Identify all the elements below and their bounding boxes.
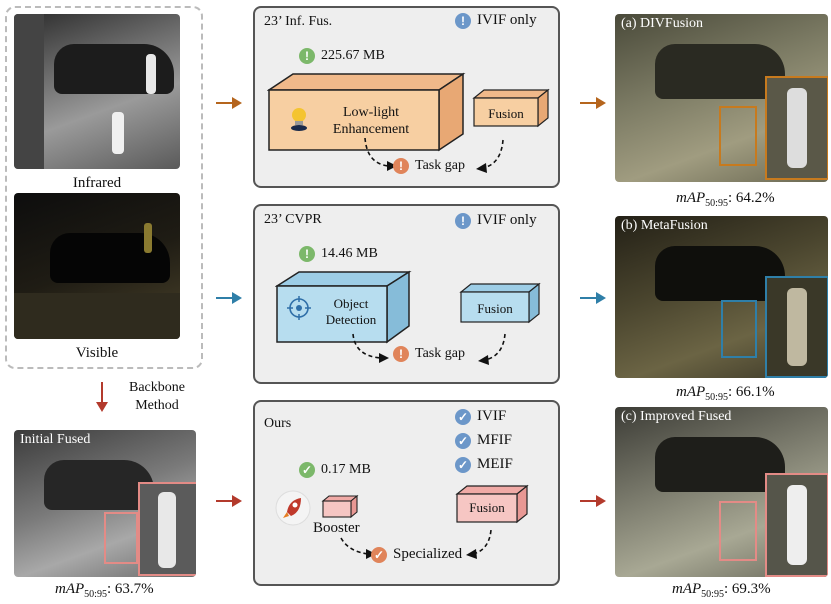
arrow-to-result-c — [580, 495, 606, 507]
result-b-map: mAP50:95: 66.1% — [676, 384, 775, 403]
input-group-frame — [5, 6, 203, 369]
initial-fused-label: Initial Fused — [20, 432, 91, 447]
panel3-booster-box — [321, 494, 359, 519]
arrow-to-panel1 — [216, 97, 242, 109]
info-icon: ! — [455, 12, 471, 29]
panel-ours: Ours ✓ IVIF ✓ MFIF ✓ MEIF ✓ 0.17 MB Boos… — [253, 400, 560, 586]
lightbulb-icon — [291, 108, 307, 131]
down-arrow — [96, 382, 108, 412]
info-icon: ! — [299, 48, 315, 64]
result-a-label: (a) DIVFusion — [621, 16, 704, 31]
visible-image — [14, 193, 180, 339]
panel1-title: 23’ Inf. Fus. — [264, 14, 333, 29]
panel3-task-mfif: ✓ MFIF — [455, 432, 512, 449]
rocket-icon — [275, 490, 311, 526]
warning-icon: ! — [393, 346, 409, 362]
panel3-task-ivif: ✓ IVIF — [455, 408, 506, 425]
initial-fused-image: Initial Fused — [14, 430, 196, 577]
info-icon: ! — [299, 246, 315, 262]
panel2-size: ! 14.46 MB — [299, 246, 378, 262]
panel3-booster-label: Booster — [313, 520, 360, 536]
info-icon: ! — [455, 212, 471, 229]
panel1-gap: ! Task gap — [393, 158, 465, 174]
panel1-fusion-box — [472, 88, 550, 128]
panel-inf-fus: 23’ Inf. Fus. ! IVIF only ! 225.67 MB Lo… — [253, 6, 560, 188]
panel1-size: ! 225.67 MB — [299, 48, 385, 64]
panel1-dashed-arrows — [364, 137, 504, 173]
panel1-module-label: Low-light Enhancement — [332, 105, 410, 137]
infrared-image — [14, 14, 180, 169]
check-icon: ✓ — [455, 432, 471, 449]
panel2-title: 23’ CVPR — [264, 212, 322, 227]
panel2-module-label: Object Detection — [325, 296, 377, 327]
infrared-caption: Infrared — [72, 175, 122, 191]
initial-map: mAP50:95: 63.7% — [55, 581, 154, 600]
panel-cvpr: 23’ CVPR ! IVIF only ! 14.46 MB Object D… — [253, 204, 560, 384]
visible-caption: Visible — [75, 345, 119, 361]
arrow-to-panel3 — [216, 495, 242, 507]
check-icon: ✓ — [299, 462, 315, 478]
result-a-map: mAP50:95: 64.2% — [676, 190, 775, 209]
result-c-map: mAP50:95: 69.3% — [672, 581, 771, 600]
check-icon: ✓ — [455, 456, 471, 473]
arrow-to-result-b — [580, 292, 606, 304]
panel2-dashed-arrows — [352, 333, 506, 365]
arrow-to-result-a — [580, 97, 606, 109]
backbone-label: Backbone Method — [129, 380, 185, 413]
panel2-gap: ! Task gap — [393, 346, 465, 362]
result-a-image: (a) DIVFusion — [615, 14, 828, 182]
panel2-module-box — [275, 270, 412, 344]
panel1-scope: ! IVIF only — [455, 12, 537, 29]
check-icon: ✓ — [371, 546, 387, 563]
panel2-scope: ! IVIF only — [455, 212, 537, 229]
panel3-task-meif: ✓ MEIF — [455, 456, 513, 473]
panel3-fusion-box — [455, 484, 529, 524]
panel2-fusion-box — [459, 282, 541, 324]
result-b-label: (b) MetaFusion — [621, 218, 708, 233]
arrow-to-panel2 — [216, 292, 242, 304]
panel3-result: ✓ Specialized — [371, 546, 462, 563]
panel1-fusion-label: Fusion — [488, 106, 524, 121]
panel3-size: ✓ 0.17 MB — [299, 462, 371, 478]
check-icon: ✓ — [455, 408, 471, 425]
panel2-fusion-label: Fusion — [477, 301, 513, 316]
result-b-image: (b) MetaFusion — [615, 216, 828, 378]
target-icon — [287, 296, 311, 320]
warning-icon: ! — [393, 158, 409, 174]
panel3-fusion-label: Fusion — [469, 500, 505, 515]
result-c-image: (c) Improved Fused — [615, 407, 828, 577]
result-c-label: (c) Improved Fused — [621, 409, 732, 424]
panel3-title: Ours — [264, 416, 292, 431]
